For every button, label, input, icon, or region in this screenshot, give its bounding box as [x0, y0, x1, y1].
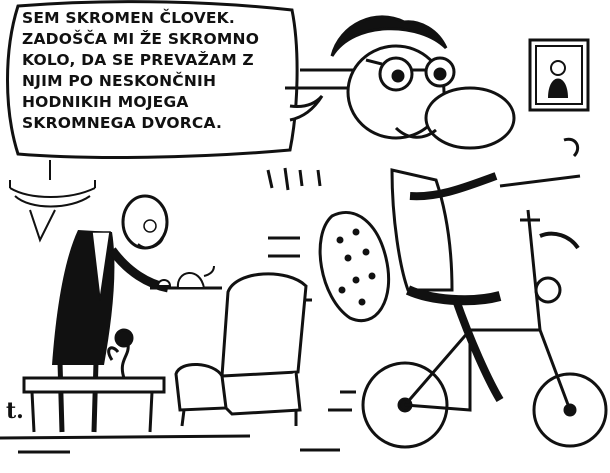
- speech-line-6: SKROMNEGA DVORCA.: [22, 114, 223, 132]
- butler: [52, 194, 170, 433]
- armchair: [174, 272, 308, 427]
- chandelier: [9, 160, 96, 243]
- speech-line-5: HODNIKIH MOJEGA: [22, 93, 189, 111]
- portrait-frame: [528, 38, 590, 112]
- floor: [0, 390, 356, 454]
- cyclist: [330, 15, 516, 403]
- speech-bubble: [6, 0, 299, 159]
- speech-bubble-tail: [289, 94, 324, 122]
- speech-line-4: NJIM PO NESKONČNIH: [22, 72, 217, 90]
- bicycle: [361, 137, 608, 449]
- side-table: [22, 328, 166, 433]
- speech-bubble-text: SEM SKROMEN ČLOVEK. ZADOŠČA MI ŽE SKROMN…: [22, 8, 284, 134]
- signature: t.: [6, 398, 24, 424]
- speech-line-2: ZADOŠČA MI ŽE SKROMNO: [22, 30, 260, 48]
- seat-cushion: [318, 211, 391, 323]
- speech-line-1: SEM SKROMEN ČLOVEK.: [22, 9, 235, 27]
- speech-line-3: KOLO, DA SE PREVAŽAM Z: [22, 51, 254, 69]
- tea-tray: [150, 265, 222, 290]
